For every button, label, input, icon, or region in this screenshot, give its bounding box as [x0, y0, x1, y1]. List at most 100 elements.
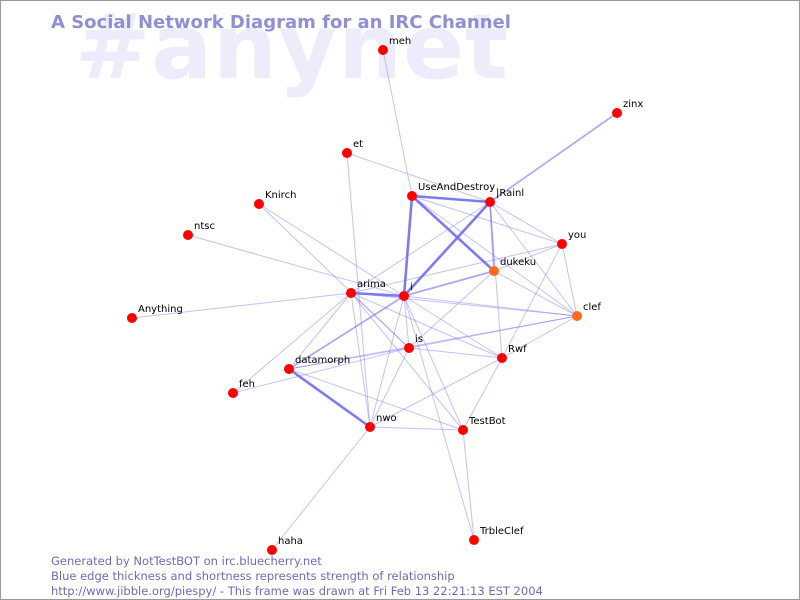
edge-is-nwo	[369, 347, 410, 428]
edge-Rainl-Rwf	[489, 201, 503, 359]
edge-UseAndDestroy-Rainl	[410, 194, 492, 204]
edge-arima-TestBot	[350, 292, 464, 431]
node-dot-dukeku	[489, 266, 499, 276]
node-clef: clef	[572, 302, 601, 321]
node-rwf: Rwf	[497, 344, 527, 363]
node-label-meh: meh	[389, 36, 411, 47]
node-label-dukeku: dukeku	[500, 257, 536, 268]
edge-Rainl-clef	[489, 201, 578, 317]
edge-nwo-Rwf	[369, 357, 503, 428]
edge-datamorph-TestBot	[288, 368, 464, 431]
node-dot-i	[399, 291, 409, 301]
node-dot-is	[404, 343, 414, 353]
node-dot-ntsc	[183, 230, 193, 240]
edge-is-datamorph	[288, 347, 410, 370]
node-knirch: Knirch	[254, 190, 296, 209]
edge-dukeku-i	[403, 270, 495, 297]
edge-you-arima	[350, 243, 563, 294]
node-label-anything: Anything	[138, 304, 183, 315]
node-dot-meh	[378, 45, 388, 55]
node-you: you	[557, 230, 586, 249]
edge-Knirch-is	[258, 203, 410, 349]
node-haha: haha	[267, 536, 303, 555]
edge-arima-Rwf	[350, 292, 503, 359]
edge-TestBot-Rwf	[462, 357, 503, 431]
footer-source-timestamp: http://www.jibble.org/piespy/ - This fra…	[51, 584, 543, 598]
node-label-you: you	[568, 230, 586, 241]
node-dot-you	[557, 239, 567, 249]
edge-et-nwo	[346, 152, 371, 428]
edge-i-nwo	[369, 295, 405, 428]
edge-feh-is	[232, 347, 410, 394]
channel-watermark: #anynet	[75, 0, 510, 100]
node-useanddestroy: UseAndDestroy	[407, 182, 495, 201]
footer-generated-by: Generated by NotTestBOT on irc.bluecherr…	[51, 554, 322, 568]
node-label-datamorph: datamorph	[295, 355, 350, 366]
edge-you-clef	[561, 243, 578, 317]
node-ntsc: ntsc	[183, 221, 215, 240]
edge-et-Rainl	[346, 152, 491, 203]
node-dot-feh	[228, 388, 238, 398]
node-label-ntsc: ntsc	[194, 221, 215, 232]
node-label-et: et	[353, 139, 363, 150]
edge-Rainl-you	[489, 201, 563, 245]
node-dot-et	[342, 148, 352, 158]
edge-Rainl-i	[402, 200, 492, 298]
node-label-clef: clef	[583, 302, 601, 313]
node-dukeku: dukeku	[489, 257, 536, 276]
node-label-rainl: |Rainl	[496, 188, 524, 199]
edge-TestBot-TrbleClef	[462, 429, 475, 541]
node-label-feh: feh	[239, 379, 255, 390]
edge-UseAndDestroy-clef	[411, 195, 578, 317]
node-dot-rainl	[485, 197, 495, 207]
node-i: i	[399, 282, 413, 301]
edge-is-clef	[408, 315, 578, 349]
node-dot-trbleclef	[469, 535, 479, 545]
edge-UseAndDestroy-i	[402, 194, 414, 298]
diagram-title: A Social Network Diagram for an IRC Chan…	[51, 12, 511, 33]
node-label-zinx: zinx	[623, 99, 643, 110]
edge-nwo-TestBot	[369, 426, 464, 431]
node-rainl: |Rainl	[485, 188, 524, 207]
edge-i-TestBot	[403, 295, 464, 431]
edge-you-dukeku	[493, 243, 563, 272]
node-dot-zinx	[612, 108, 622, 118]
node-dot-datamorph	[284, 364, 294, 374]
node-et: et	[342, 139, 363, 158]
node-arima: arima	[346, 279, 386, 298]
edge-arima-feh	[232, 292, 352, 394]
edge-i-Rwf	[403, 295, 503, 359]
node-anything: Anything	[127, 304, 183, 323]
node-feh: feh	[228, 379, 255, 398]
node-trbleclef: TrbleClef	[469, 526, 524, 545]
edge-dukeku-is	[408, 270, 495, 349]
edge-arima-nwo	[350, 292, 371, 428]
edge-Rainl-dukeku	[489, 201, 495, 272]
edge-Rainl-arima	[350, 201, 491, 294]
edge-arima-datamorph	[288, 292, 352, 370]
edge-UseAndDestroy-dukeku	[410, 194, 496, 273]
node-label-rwf: Rwf	[508, 344, 527, 355]
edge-i-is	[403, 295, 410, 349]
edge-arima-is	[350, 292, 410, 349]
edge-datamorph-nwo	[287, 367, 372, 429]
edge-i-clef	[403, 295, 578, 317]
node-label-testbot: TestBot	[468, 416, 506, 427]
node-datamorph: datamorph	[284, 355, 350, 374]
node-label-haha: haha	[278, 536, 303, 547]
edge-arima-clef	[350, 292, 578, 317]
node-label-arima: arima	[357, 279, 386, 290]
edge-layer	[131, 49, 618, 551]
node-dot-testbot	[458, 425, 468, 435]
edge-is-Rwf	[408, 347, 503, 359]
edge-arima-i	[349, 291, 406, 298]
edge-ntsc-i	[187, 234, 405, 297]
footer-legend-note: Blue edge thickness and shortness repres…	[51, 569, 455, 583]
node-label-trbleclef: TrbleClef	[479, 526, 524, 537]
node-dot-rwf	[497, 353, 507, 363]
edge-nwo-haha	[271, 426, 371, 551]
node-dot-haha	[267, 545, 277, 555]
node-label-useanddestroy: UseAndDestroy	[418, 182, 495, 193]
